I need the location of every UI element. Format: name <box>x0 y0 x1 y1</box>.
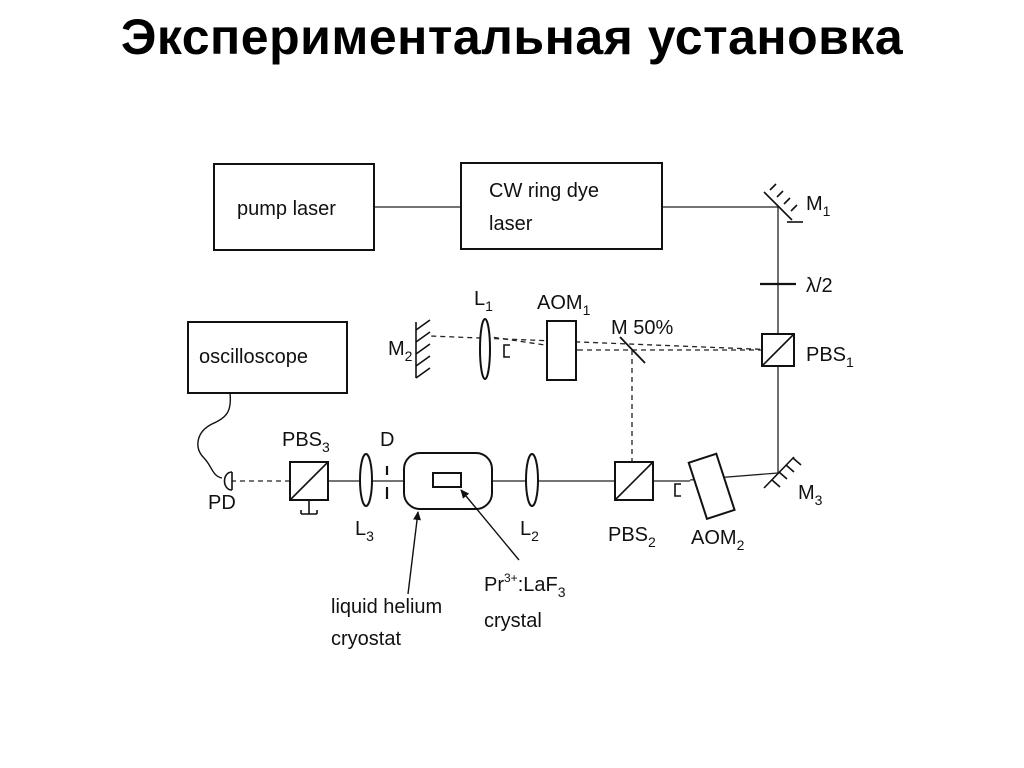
label-d: D <box>380 429 394 451</box>
label-l3: L3 <box>355 518 374 544</box>
aom2 <box>687 452 736 521</box>
signal-cable <box>197 392 232 479</box>
mirror-m2 <box>415 319 431 379</box>
label-m3: M3 <box>798 482 823 508</box>
label-m50: M 50% <box>611 317 673 339</box>
beam-block-l1 <box>503 344 510 358</box>
pbs2-cube <box>614 461 654 501</box>
arrow-crystal <box>460 489 520 561</box>
lens-l2 <box>525 453 539 507</box>
label-l1: L1 <box>474 288 493 314</box>
label-pbs3: PBS3 <box>282 429 330 455</box>
label-crystal-2: crystal <box>484 610 542 632</box>
label-m2: M2 <box>388 338 413 364</box>
lens-l3 <box>359 453 373 507</box>
label-pbs2: PBS2 <box>608 524 656 550</box>
mirror-m1 <box>763 183 803 223</box>
label-aom2: AOM2 <box>691 527 745 553</box>
pump-laser-label: pump laser <box>237 198 336 220</box>
label-cryostat-1: liquid helium <box>331 596 442 618</box>
label-crystal-1: Pr3+:LaF3 <box>484 571 566 600</box>
mirror-50-percent <box>619 336 646 364</box>
photodiode <box>223 471 233 491</box>
pump-laser-box: pump laser <box>213 163 375 251</box>
pbs1-cube <box>761 333 795 367</box>
label-aom1: AOM1 <box>537 292 591 318</box>
oscilloscope-box: oscilloscope <box>187 321 348 394</box>
pbs3-cube <box>289 461 329 515</box>
label-m1: M1 <box>806 193 831 219</box>
dye-laser-box: CW ring dye laser <box>460 162 663 250</box>
slide-title: Экспериментальная установка <box>120 9 904 65</box>
label-pbs1: PBS1 <box>806 344 854 370</box>
label-l2: L2 <box>520 518 539 544</box>
lens-l1 <box>479 318 491 380</box>
dye-laser-label-1: CW ring dye <box>489 180 599 202</box>
mirror-m3 <box>763 456 802 489</box>
crystal <box>432 472 462 488</box>
label-cryostat-2: cryostat <box>331 628 401 650</box>
beam-block-aom2 <box>674 483 681 497</box>
dye-laser-label-2: laser <box>489 213 533 235</box>
label-half-wave: λ/2 <box>806 275 833 297</box>
arrow-cryostat <box>407 511 422 595</box>
oscilloscope-label: oscilloscope <box>199 346 308 368</box>
aom1 <box>546 320 577 381</box>
label-pd: PD <box>208 492 236 514</box>
